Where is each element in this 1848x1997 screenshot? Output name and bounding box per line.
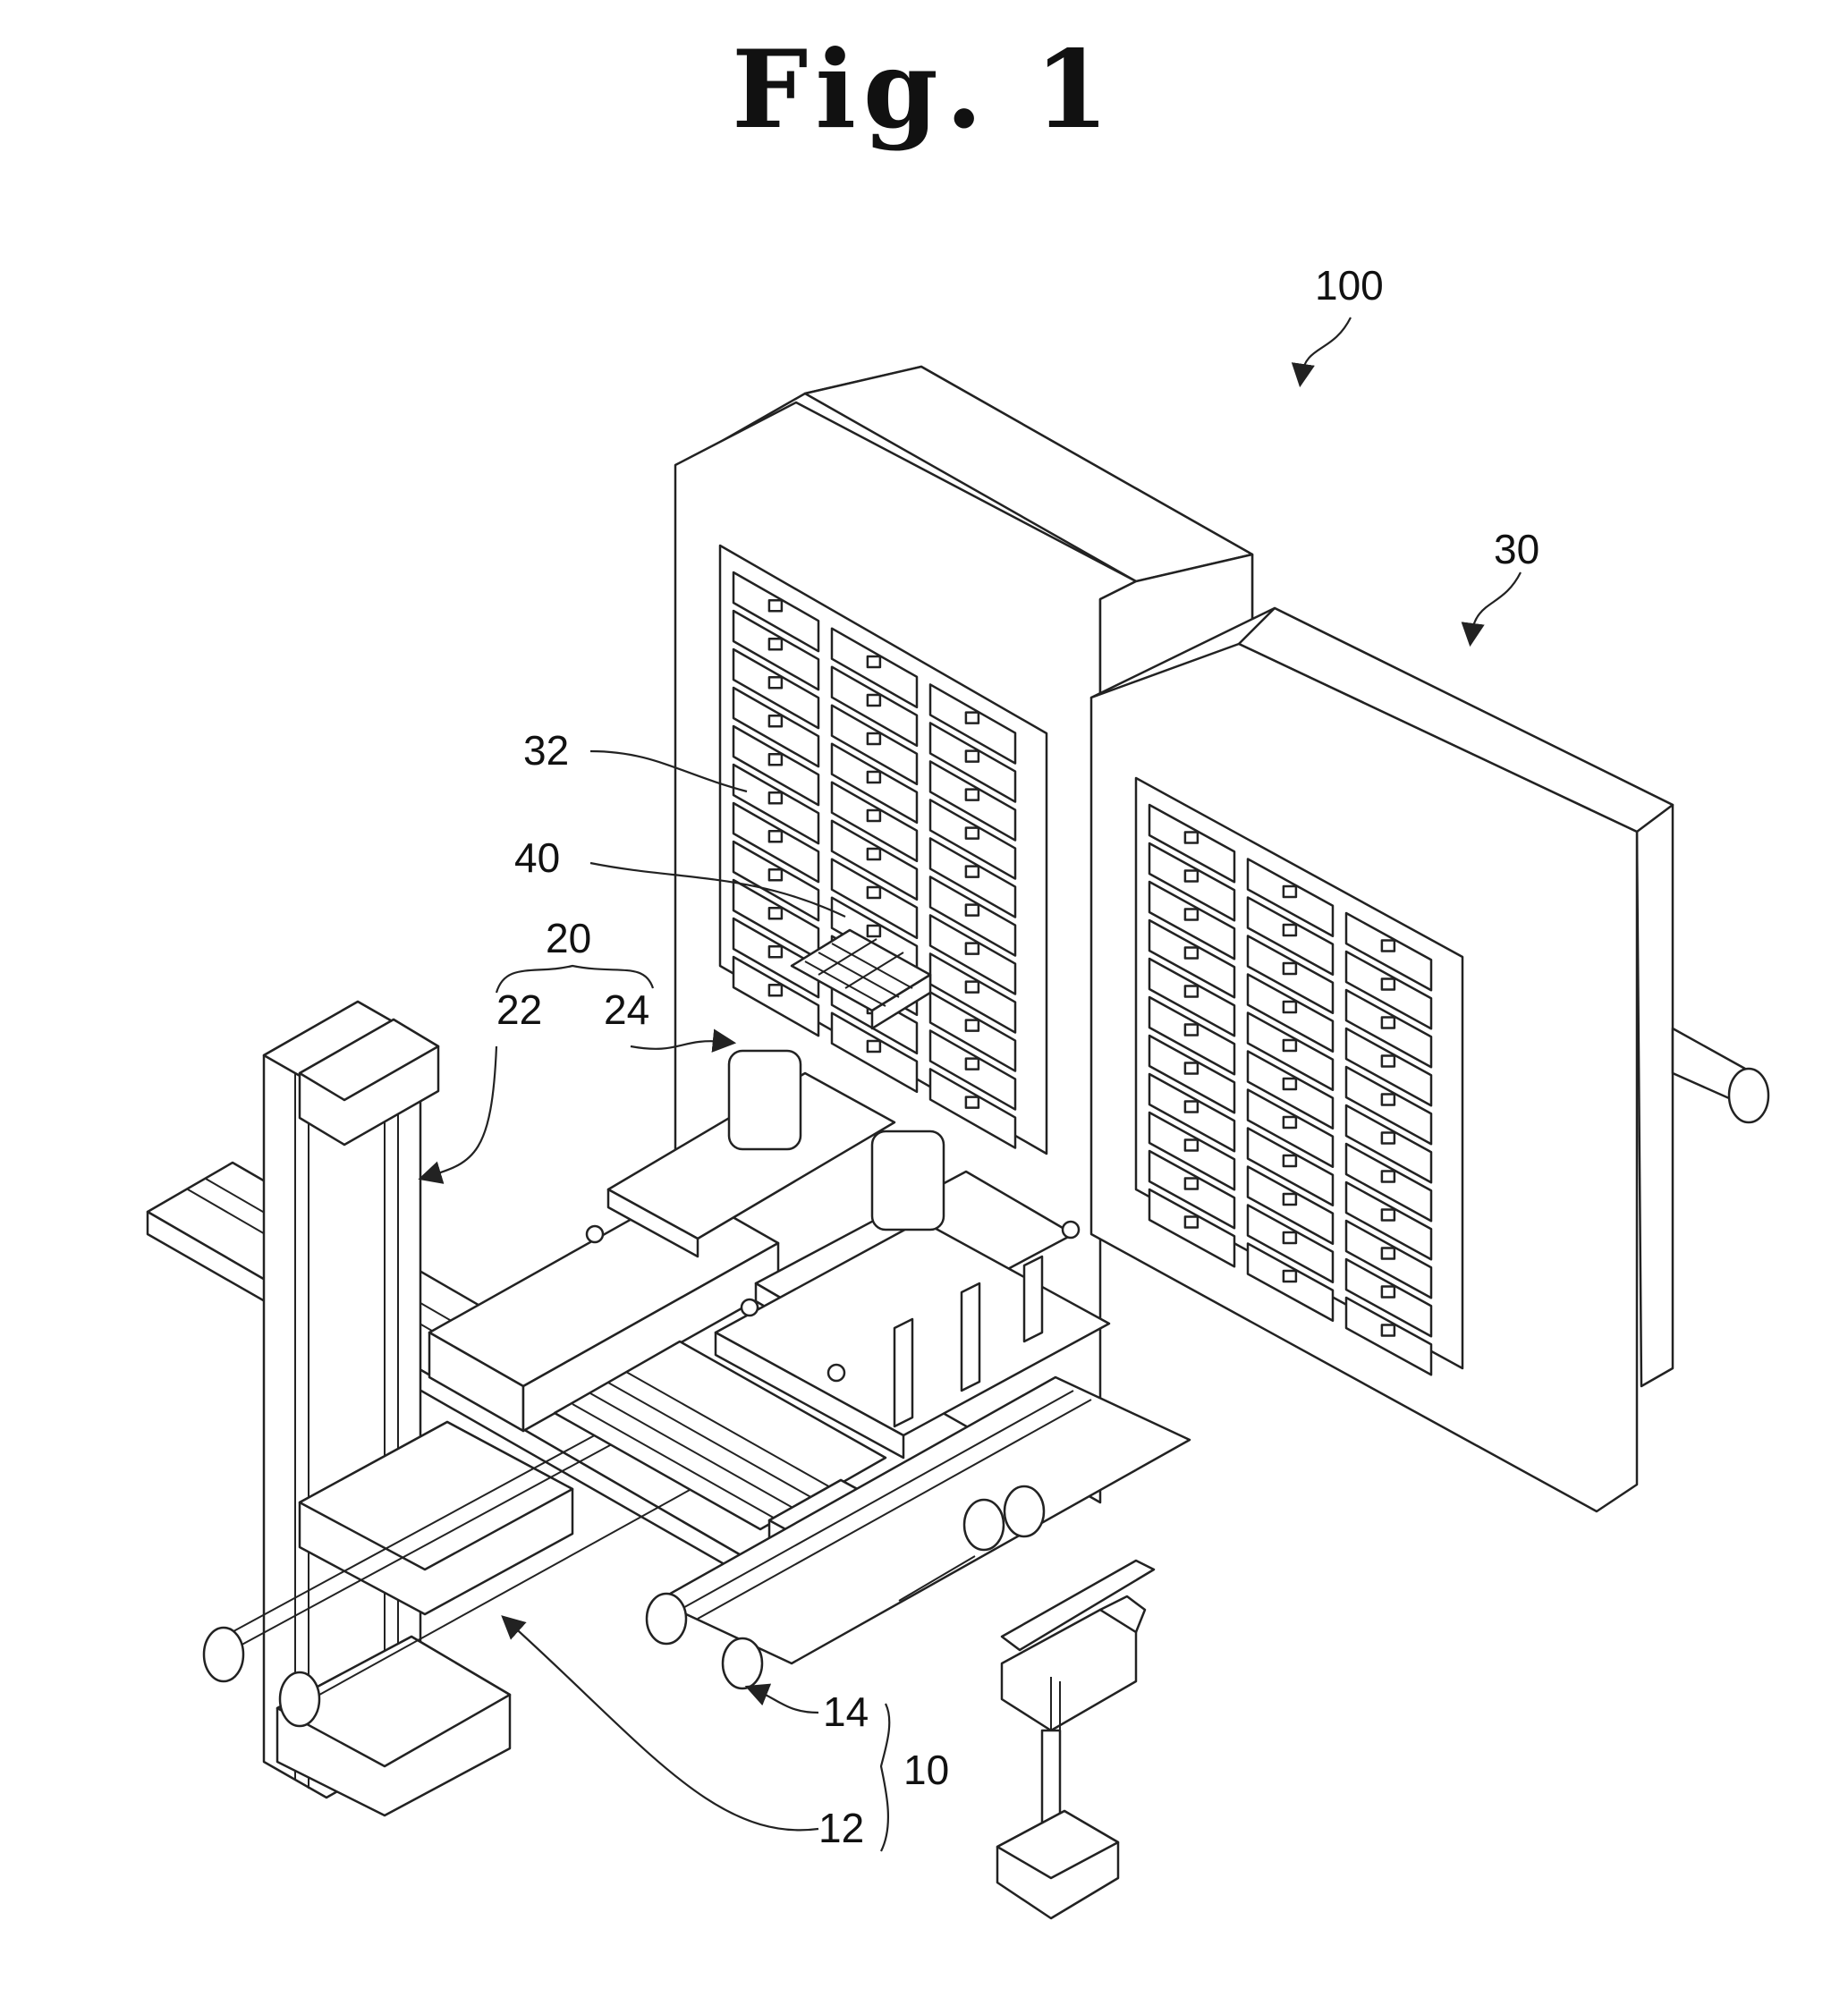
drawer-handle xyxy=(1185,909,1198,919)
ref-20: 20 xyxy=(546,915,591,961)
drawer-handle xyxy=(769,715,782,726)
drawer-handle xyxy=(1382,1017,1394,1028)
drawer-handle xyxy=(1185,1062,1198,1073)
drawer-handle xyxy=(1382,1324,1394,1335)
drawer-handle xyxy=(1185,1178,1198,1189)
drawer-handle xyxy=(769,985,782,995)
drawer-handle xyxy=(868,733,880,744)
drawer-handle xyxy=(769,831,782,842)
drawer-handle xyxy=(966,982,979,993)
drawer-handle xyxy=(769,946,782,957)
leader-14 xyxy=(756,1690,818,1713)
drawer-handle xyxy=(769,677,782,688)
drawer-handle xyxy=(1185,1216,1198,1227)
ref-22: 22 xyxy=(496,986,542,1033)
drawer-handle xyxy=(966,751,979,762)
drawer-handle xyxy=(1185,1139,1198,1150)
drawer-handle xyxy=(966,1020,979,1031)
drawer-handle xyxy=(769,869,782,880)
drawer-handle xyxy=(769,600,782,611)
drawer-handle xyxy=(966,1097,979,1108)
drawer-handle xyxy=(868,695,880,706)
drawer-handle xyxy=(1382,978,1394,989)
drawer-handle xyxy=(1284,1040,1296,1051)
drawer-handle xyxy=(966,713,979,723)
ref-30: 30 xyxy=(1494,526,1539,572)
leader-10-brace xyxy=(881,1704,889,1851)
drawer-handle xyxy=(1382,1248,1394,1258)
ref-14: 14 xyxy=(823,1688,869,1735)
drawer-handle xyxy=(966,828,979,839)
drawer-handle xyxy=(1284,1271,1296,1282)
drawer-handle xyxy=(1284,1194,1296,1205)
drawer-handle xyxy=(1185,947,1198,958)
leader-100 xyxy=(1301,317,1351,376)
drawer-handle xyxy=(1284,1155,1296,1166)
ref-32: 32 xyxy=(523,727,569,774)
drawer-handle xyxy=(1185,832,1198,842)
drawer-handle xyxy=(1284,925,1296,935)
drawer-handle xyxy=(1382,1132,1394,1143)
ref-12: 12 xyxy=(818,1805,864,1851)
rear-conveyor xyxy=(1673,1028,1768,1122)
drawer-handle xyxy=(868,810,880,821)
drawer-handle xyxy=(1382,940,1394,951)
drawer-handle xyxy=(1284,1117,1296,1128)
robot-arm xyxy=(997,1561,1154,1918)
drawer-handle xyxy=(1284,886,1296,897)
drawer-handle xyxy=(1284,1002,1296,1012)
drawer-handle xyxy=(1382,1209,1394,1220)
drawer-handle xyxy=(868,887,880,898)
drawer-handle xyxy=(1382,1055,1394,1066)
drawer-handle xyxy=(1185,1101,1198,1112)
drawer-handle xyxy=(769,792,782,803)
drawer-handle xyxy=(966,905,979,916)
ref-24: 24 xyxy=(604,986,649,1033)
drawer-handle xyxy=(1382,1094,1394,1104)
drawer-handle xyxy=(966,790,979,800)
drawer-handle xyxy=(1382,1171,1394,1181)
leader-30 xyxy=(1471,572,1521,635)
drawer-handle xyxy=(966,1059,979,1070)
drawer-handle xyxy=(1382,1286,1394,1297)
drawer-handle xyxy=(1284,963,1296,974)
drawer-handle xyxy=(966,867,979,877)
drawer-handle xyxy=(769,639,782,649)
drawer-handle xyxy=(868,926,880,936)
drawer-handle xyxy=(1185,870,1198,881)
drawer-handle xyxy=(1284,1079,1296,1089)
drawer-handle xyxy=(1284,1232,1296,1243)
drawer-handle xyxy=(1185,1024,1198,1035)
drawer-handle xyxy=(769,754,782,765)
drawer-handle xyxy=(966,943,979,954)
drawer-handle xyxy=(868,656,880,667)
drawer-handle xyxy=(769,908,782,918)
drawer-handle xyxy=(868,849,880,859)
drawer-handle xyxy=(868,772,880,783)
ref-100: 100 xyxy=(1315,262,1384,309)
drawer-handle xyxy=(1185,986,1198,996)
ref-40: 40 xyxy=(514,834,560,881)
drawer-handle xyxy=(868,1041,880,1052)
ref-10: 10 xyxy=(903,1747,949,1793)
